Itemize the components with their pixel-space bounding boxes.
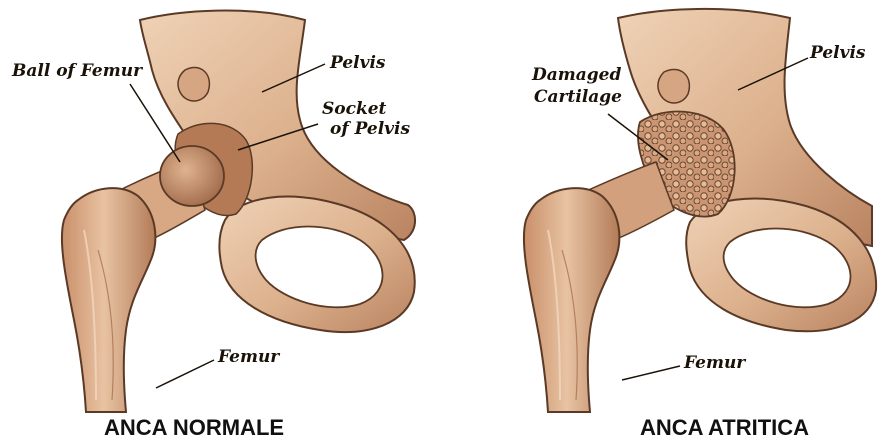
- femur-label: Femur: [218, 348, 279, 367]
- socket-label-line2: of Pelvis: [330, 120, 410, 139]
- femur-leader-right: [622, 366, 680, 380]
- pelvis-label-right: Pelvis: [810, 44, 866, 63]
- ball-of-femur-label: Ball of Femur: [12, 62, 142, 81]
- femur-leader: [156, 360, 214, 388]
- femur-label-right: Femur: [684, 354, 745, 373]
- normal-hip-caption: ANCA NORMALE: [104, 415, 284, 441]
- cartilage-label-line2: Cartilage: [534, 88, 622, 107]
- socket-label-line1: Socket: [322, 100, 386, 119]
- arthritic-hip-caption: ANCA ATRITICA: [640, 415, 809, 441]
- pelvis-label: Pelvis: [330, 54, 386, 73]
- damaged-label-line1: Damaged: [532, 66, 621, 85]
